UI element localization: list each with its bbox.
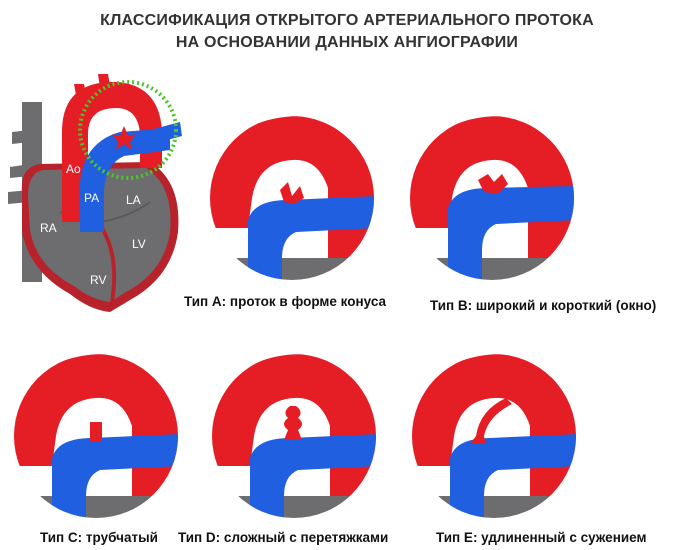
descending-aorta (212, 496, 376, 518)
caption-type-e: Тип Е: удлиненный с сужением (436, 530, 647, 545)
panel-type-b-diagram (410, 116, 574, 280)
aorta-branches (74, 74, 110, 106)
panel-type-a-diagram (210, 116, 374, 280)
pulmonary-artery (250, 434, 376, 518)
caption-type-d: Тип D: сложный с перетяжками (178, 530, 389, 545)
caption-type-c: Тип С: трубчатый (40, 530, 158, 545)
descending-aorta (410, 258, 574, 280)
pulmonary-branch (150, 122, 182, 144)
panel-type-e-diagram (412, 354, 576, 518)
aorta-arch (410, 116, 574, 280)
panel-type-d-diagram (212, 354, 376, 518)
heart-anatomy-diagram: Ao PA LA RA LV RV (8, 74, 182, 312)
vessel-branch-left (8, 130, 30, 204)
label-rv: RV (90, 273, 106, 287)
pulmonary-artery (448, 186, 574, 280)
highlight-circle (78, 80, 178, 180)
label-ra: RA (40, 221, 57, 235)
label-la: LA (126, 193, 141, 207)
pulmonary-artery (248, 196, 374, 280)
caption-type-b: Тип В: широкий и короткий (окно) (430, 298, 657, 313)
aorta-arch (412, 354, 576, 518)
label-ao: Ao (66, 162, 81, 176)
title-line-2: НА ОСНОВАНИИ ДАННЫХ АНГИОГРАФИИ (175, 34, 519, 51)
pulmonary-artery (52, 434, 178, 518)
ductus-shape (284, 406, 302, 440)
ductus-shape (90, 422, 102, 442)
panel-type-c-diagram (14, 354, 178, 518)
descending-aorta (14, 496, 178, 518)
aorta-arch (212, 354, 376, 518)
descending-aorta (210, 258, 374, 280)
caption-type-a: Тип А: проток в форме конуса (184, 294, 387, 309)
ductus-shape (280, 182, 304, 204)
pulmonary-artery (450, 434, 576, 518)
aorta-arch (210, 116, 374, 280)
ductus-shape (478, 174, 508, 194)
descending-aorta (412, 496, 576, 518)
aorta-arch (14, 354, 178, 518)
page-title: КЛАССИФИКАЦИЯ ОТКРЫТОГО АРТЕРИАЛЬНОГО ПР… (0, 10, 694, 54)
ductus-shape (470, 398, 512, 444)
pulmonary-artery (80, 128, 170, 232)
label-lv: LV (132, 237, 146, 251)
ductus-marker (112, 126, 136, 150)
label-pa: PA (84, 191, 99, 205)
title-line-1: КЛАССИФИКАЦИЯ ОТКРЫТОГО АРТЕРИАЛЬНОГО ПР… (100, 12, 594, 29)
